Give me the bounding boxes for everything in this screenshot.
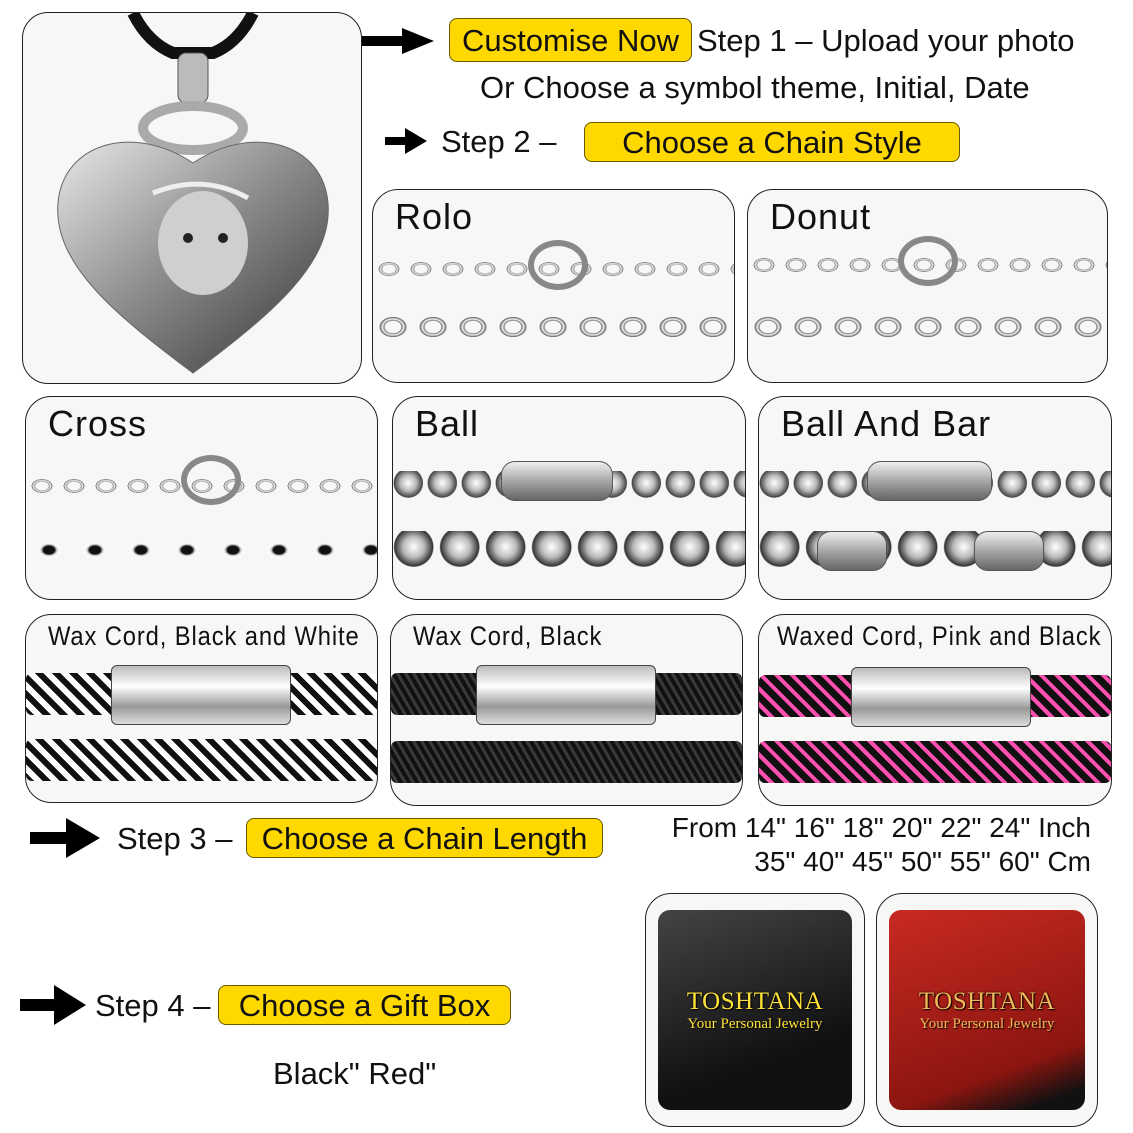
- choose-chain-style-button[interactable]: Choose a Chain Style: [584, 122, 960, 162]
- chain-option-rolo[interactable]: Rolo: [372, 189, 735, 383]
- pendant-photo-card: [22, 12, 362, 384]
- chain-image: [26, 531, 377, 569]
- chain-image: [759, 531, 1111, 571]
- chain-label: Rolo: [395, 196, 474, 237]
- clasp-image: [528, 240, 588, 290]
- cord-image: [759, 741, 1111, 783]
- step2-label: Step 2 –: [441, 124, 557, 159]
- choose-chain-length-button[interactable]: Choose a Chain Length: [246, 818, 603, 858]
- clasp-image: [867, 461, 992, 501]
- clasp-image: [501, 461, 613, 501]
- length-inches: From 14" 16" 18" 20" 22" 24" Inch: [671, 812, 1091, 843]
- bar-link-image: [974, 531, 1044, 571]
- chain-option-waxed-cord-pink-black[interactable]: Waxed Cord, Pink and Black: [758, 614, 1112, 806]
- arrow-icon: [30, 818, 100, 858]
- chain-label: Donut: [770, 196, 872, 237]
- length-cm: 35" 40" 45" 50" 55" 60" Cm: [754, 846, 1091, 877]
- chain-option-wax-cord-black[interactable]: Wax Cord, Black: [390, 614, 743, 806]
- cord-image: [26, 739, 377, 781]
- customise-now-button[interactable]: Customise Now: [449, 18, 692, 62]
- clasp-image: [898, 236, 958, 286]
- box-lid: TOSHTANA Your Personal Jewelry: [658, 910, 852, 1110]
- clasp-image: [851, 667, 1031, 727]
- arrow-icon: [20, 985, 86, 1025]
- clasp-image: [111, 665, 291, 725]
- chain-option-wax-cord-black-white[interactable]: Wax Cord, Black and White: [25, 614, 378, 803]
- chain-label: Wax Cord, Black and White: [48, 621, 360, 651]
- gift-box-options: Black" Red": [273, 1056, 437, 1091]
- step3-label: Step 3 –: [117, 821, 233, 856]
- chain-option-cross[interactable]: Cross: [25, 396, 378, 600]
- gift-box-black[interactable]: TOSHTANA Your Personal Jewelry: [645, 893, 865, 1127]
- arrow-icon: [362, 28, 434, 54]
- box-brand: TOSHTANA: [686, 987, 824, 1015]
- chain-label: Waxed Cord, Pink and Black: [777, 621, 1102, 651]
- choose-gift-box-button[interactable]: Choose a Gift Box: [218, 985, 511, 1025]
- clasp-image: [476, 665, 656, 725]
- bar-link-image: [817, 531, 887, 571]
- box-lid: TOSHTANA Your Personal Jewelry: [889, 910, 1085, 1110]
- chain-option-donut[interactable]: Donut: [747, 189, 1108, 383]
- chain-label: Ball And Bar: [781, 403, 992, 444]
- box-brand: TOSHTANA: [918, 987, 1056, 1015]
- chain-label: Cross: [48, 403, 148, 444]
- chain-image: [373, 308, 734, 346]
- chain-image: [393, 531, 745, 571]
- chain-label: Ball: [415, 403, 480, 444]
- box-tagline: Your Personal Jewelry: [919, 1015, 1055, 1032]
- chain-option-ball-and-bar[interactable]: Ball And Bar: [758, 396, 1112, 600]
- arrow-icon: [385, 128, 427, 154]
- heart-pendant-image: [57, 13, 329, 374]
- step1-text: Step 1 – Upload your photo: [697, 23, 1075, 58]
- clasp-image: [181, 455, 241, 505]
- cord-image: [391, 741, 742, 783]
- step1-subtext: Or Choose a symbol theme, Initial, Date: [480, 70, 1030, 105]
- chain-label: Wax Cord, Black: [413, 621, 603, 651]
- step4-label: Step 4 –: [95, 988, 211, 1023]
- box-tagline: Your Personal Jewelry: [687, 1015, 823, 1032]
- chain-option-ball[interactable]: Ball: [392, 396, 746, 600]
- gift-box-red[interactable]: TOSHTANA Your Personal Jewelry: [876, 893, 1098, 1127]
- chain-image: [748, 308, 1107, 346]
